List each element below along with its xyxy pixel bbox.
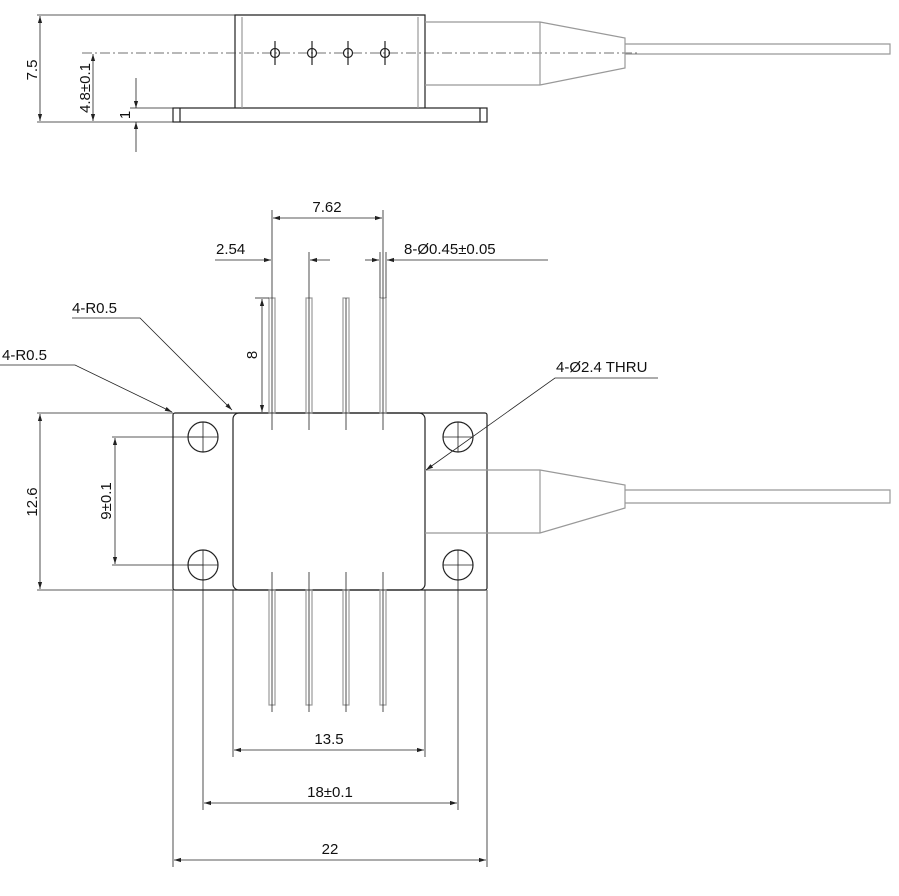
fiber-boot bbox=[425, 469, 626, 534]
side-view: 7.5 4.8±0.1 1 bbox=[24, 14, 891, 152]
dim-flange: 1 bbox=[117, 111, 134, 119]
dim-total-length: 22 bbox=[322, 841, 339, 858]
dim-pin-span: 7.62 bbox=[312, 199, 341, 216]
base-plate bbox=[172, 412, 488, 591]
package-body bbox=[232, 412, 426, 591]
dim-height: 7.5 bbox=[24, 60, 41, 81]
dim-hole-pitch-v: 9±0.1 bbox=[98, 482, 115, 519]
dim-radius-flange: 4-R0.5 bbox=[2, 347, 47, 364]
dim-hole-pitch-h: 18±0.1 bbox=[307, 784, 353, 801]
dim-centerline: 4.8±0.1 bbox=[77, 63, 94, 113]
side-fiber bbox=[625, 43, 891, 55]
mounting-holes bbox=[187, 421, 474, 581]
dim-pin-diameter: 8-Ø0.45±0.05 bbox=[404, 241, 496, 258]
side-flange bbox=[172, 107, 488, 123]
side-pins bbox=[269, 41, 391, 65]
dim-width: 12.6 bbox=[24, 487, 41, 516]
dim-holes: 4-Ø2.4 THRU bbox=[556, 359, 647, 376]
pins bbox=[268, 297, 387, 712]
side-body bbox=[234, 14, 426, 108]
side-fiber-boot bbox=[425, 21, 626, 86]
dim-body-length: 13.5 bbox=[314, 731, 343, 748]
top-view: 7.62 2.54 8-Ø0.45±0.05 8 4-R0.5 4-R0.5 4… bbox=[0, 199, 891, 867]
fiber bbox=[625, 489, 891, 504]
dim-radius-body: 4-R0.5 bbox=[72, 300, 117, 317]
dim-pin-length: 8 bbox=[244, 351, 261, 359]
dim-pin-pitch: 2.54 bbox=[216, 241, 245, 258]
